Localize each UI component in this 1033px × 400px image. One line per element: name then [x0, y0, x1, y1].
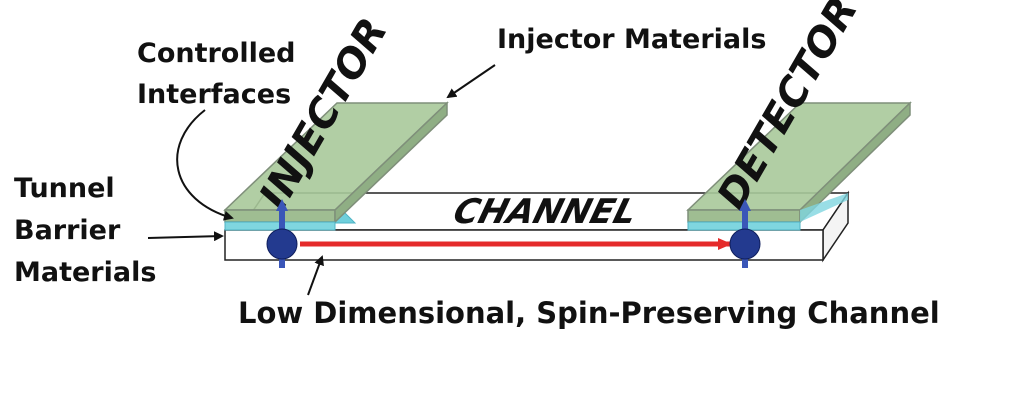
- injector-spin-ball: [266, 228, 298, 260]
- tunnel-barrier-label-line1: Tunnel: [14, 173, 115, 204]
- controlled-interfaces-arrow: [176, 109, 234, 221]
- injector-materials-label: Injector Materials: [497, 24, 766, 55]
- channel-text: CHANNEL: [449, 193, 641, 232]
- injector-spin: [266, 199, 298, 268]
- channel-caption-arrow: [307, 255, 324, 296]
- detector-spin-ball: [729, 228, 761, 260]
- tunnel-barrier-label-line2: Barrier: [14, 215, 121, 246]
- controlled-interfaces-label-line1: Controlled: [137, 38, 296, 69]
- detector-spin: [729, 199, 761, 268]
- controlled-interfaces-label-line2: Interfaces: [137, 79, 291, 110]
- tunnel-barrier-arrow: [147, 231, 224, 242]
- injector-materials-arrow: [446, 64, 496, 99]
- tunnel-barrier-label-line3: Materials: [14, 257, 156, 288]
- channel-caption: Low Dimensional, Spin-Preserving Channel: [238, 296, 940, 330]
